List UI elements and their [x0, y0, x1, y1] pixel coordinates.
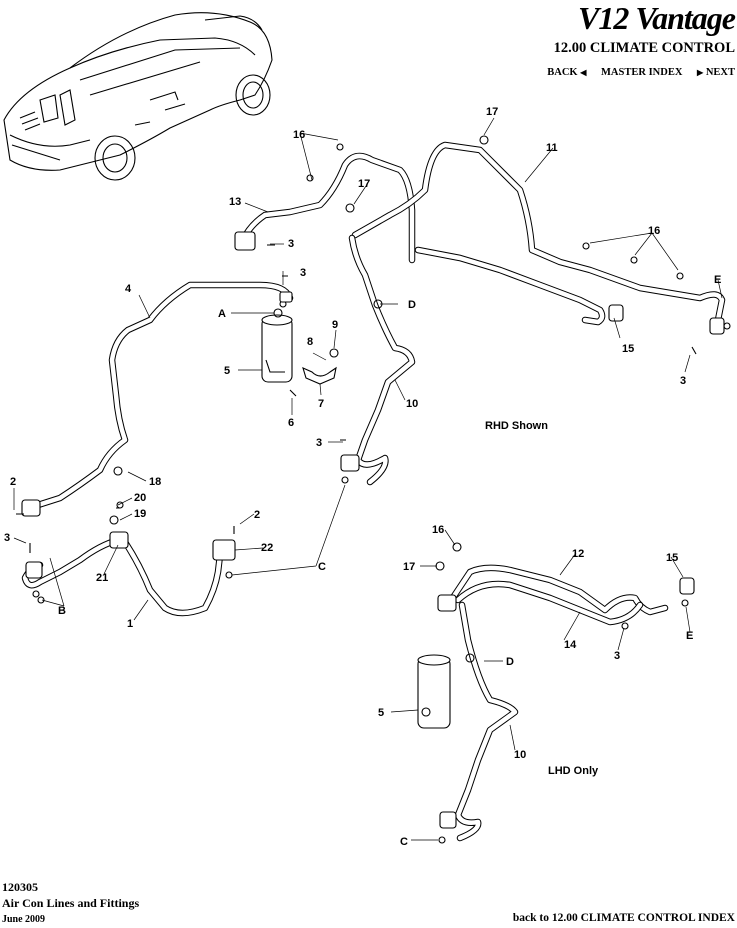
- pipe-13-rhd: [239, 152, 416, 264]
- next-arrow-icon: ▶: [697, 68, 704, 77]
- callout-3: 3: [614, 650, 620, 662]
- callout-11: 11: [546, 142, 558, 154]
- back-to-index-link[interactable]: back to 12.00 CLIMATE CONTROL INDEX: [512, 912, 735, 924]
- callout-8: 8: [307, 336, 313, 348]
- callout-3: 3: [680, 375, 686, 387]
- callout-22: 22: [261, 542, 273, 554]
- back-arrow-icon: ◀: [580, 68, 587, 77]
- callout-2: 2: [10, 476, 16, 488]
- leader-lines: [13, 117, 723, 841]
- callout-D: D: [506, 656, 514, 668]
- master-index-link[interactable]: MASTER INDEX: [601, 67, 683, 78]
- callout-3: 3: [316, 437, 322, 449]
- receiver-drier-5-lhd: [417, 542, 695, 844]
- callout-3: 3: [4, 532, 10, 544]
- brand-logo: V12 Vantage: [577, 0, 736, 36]
- callout-10: 10: [514, 749, 526, 761]
- callout-15: 15: [622, 343, 634, 355]
- callout-19: 19: [134, 508, 146, 520]
- lhd-only-label: LHD Only: [548, 765, 599, 777]
- callout-9: 9: [332, 319, 338, 331]
- callout-3: 3: [300, 267, 306, 279]
- callouts: 16 13 3 3 11 17 17 16 E 15 3 D 10 3 A 5 …: [4, 106, 721, 848]
- callout-20: 20: [134, 492, 146, 504]
- diagram-title: Air Con Lines and Fittings: [2, 896, 140, 910]
- callout-3: 3: [288, 238, 294, 250]
- back-link[interactable]: BACK ◀: [547, 67, 587, 78]
- pipe-10-rhd: [348, 234, 416, 486]
- callout-2: 2: [254, 509, 260, 521]
- pipe-11-rhd: [351, 141, 726, 324]
- callout-5: 5: [378, 707, 384, 719]
- rhd-shown-label: RHD Shown: [485, 420, 548, 432]
- callout-B: B: [58, 605, 66, 617]
- callout-15: 15: [666, 552, 678, 564]
- receiver-drier-5-rhd: [261, 291, 293, 383]
- callout-E: E: [714, 274, 721, 286]
- bracket-7: [302, 366, 337, 385]
- pipe-1: [121, 538, 224, 617]
- callout-A: A: [218, 308, 226, 320]
- callout-13: 13: [229, 196, 241, 208]
- nav-bar: BACK ◀ MASTER INDEX ▶ NEXT: [547, 67, 735, 78]
- diagram-date: June 2009: [2, 914, 46, 925]
- callout-18: 18: [149, 476, 161, 488]
- callout-C: C: [318, 561, 326, 573]
- car-illustration: [3, 12, 273, 181]
- callout-16: 16: [432, 524, 444, 536]
- callout-17: 17: [358, 178, 370, 190]
- next-link[interactable]: ▶ NEXT: [697, 67, 735, 78]
- callout-5: 5: [224, 365, 230, 377]
- callout-16: 16: [293, 129, 305, 141]
- callout-D: D: [408, 299, 416, 311]
- callout-14: 14: [564, 639, 577, 651]
- callout-17: 17: [403, 561, 415, 573]
- callout-10: 10: [406, 398, 418, 410]
- callout-21: 21: [96, 572, 108, 584]
- callout-4: 4: [125, 283, 132, 295]
- callout-7: 7: [318, 398, 324, 410]
- pipe-14-lhd: [454, 580, 644, 626]
- section-title: 12.00 CLIMATE CONTROL: [553, 40, 735, 56]
- callout-12: 12: [572, 548, 584, 560]
- callout-C: C: [400, 836, 408, 848]
- pipe-10-lhd: [454, 601, 519, 842]
- fittings: [16, 135, 731, 604]
- callout-16: 16: [648, 225, 660, 237]
- callout-E: E: [686, 630, 693, 642]
- pipe-4: [34, 281, 294, 509]
- callout-6: 6: [288, 417, 294, 429]
- pipe-11-lower-rhd: [414, 246, 606, 326]
- callout-1: 1: [127, 618, 133, 630]
- callout-17: 17: [486, 106, 498, 118]
- diagram-code: 120305: [2, 880, 38, 894]
